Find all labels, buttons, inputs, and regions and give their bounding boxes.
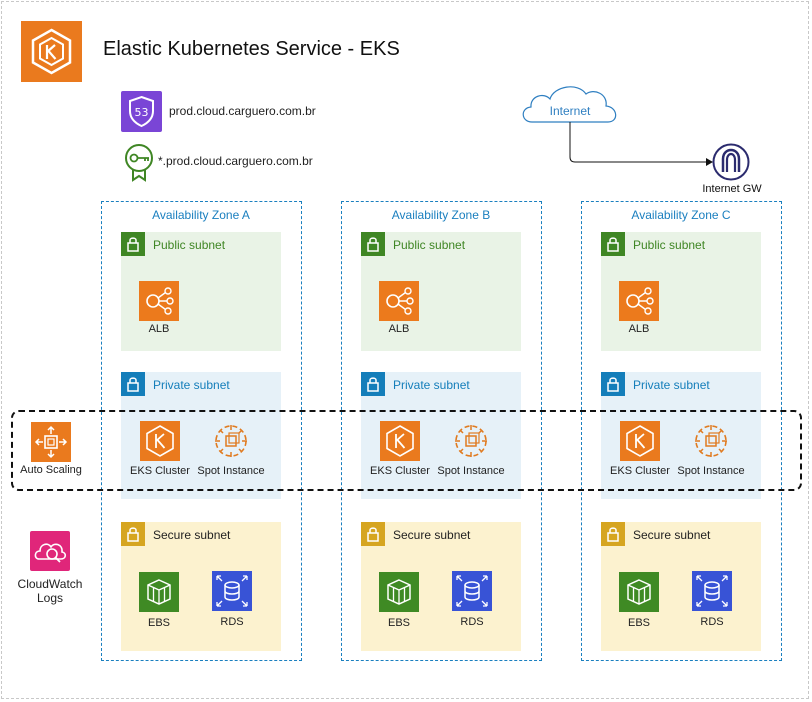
private-subnet-lock-icon bbox=[601, 372, 625, 396]
public-subnet-lock-icon bbox=[121, 232, 145, 256]
ebs-icon bbox=[379, 572, 419, 612]
alb-icon bbox=[139, 281, 179, 321]
spot-instance-icon bbox=[211, 421, 251, 461]
route53-badge: 53 bbox=[135, 106, 149, 119]
spot-instance-label: Spot Instance bbox=[677, 465, 745, 477]
eks-cluster-label: EKS Cluster bbox=[370, 465, 430, 477]
public-subnet-lock-icon bbox=[361, 232, 385, 256]
availability-zone-title: Availability Zone C bbox=[631, 208, 731, 222]
internet-gateway-icon bbox=[712, 143, 750, 181]
cloudwatch-label-line2: Logs bbox=[36, 591, 64, 605]
secure-subnet-lock-icon bbox=[601, 522, 625, 546]
rds-label: RDS bbox=[220, 616, 244, 628]
cloudwatch-logs-label: CloudWatch Logs bbox=[10, 577, 90, 605]
rds-label: RDS bbox=[700, 616, 724, 628]
certificate-icon bbox=[121, 140, 158, 182]
ebs-label: EBS bbox=[387, 617, 410, 629]
eks-cluster-label: EKS Cluster bbox=[610, 465, 670, 477]
rds-icon bbox=[692, 571, 732, 611]
rds-icon bbox=[212, 571, 252, 611]
route53-icon: 53 bbox=[121, 91, 162, 132]
cloudwatch-label-line1: CloudWatch bbox=[17, 577, 83, 591]
certificate-label: *.prod.cloud.carguero.com.br bbox=[158, 154, 313, 168]
availability-zone-title: Availability Zone B bbox=[391, 208, 491, 222]
auto-scaling-icon bbox=[31, 422, 71, 462]
alb-icon bbox=[619, 281, 659, 321]
ebs-icon bbox=[619, 572, 659, 612]
secure-subnet-title: Secure subnet bbox=[393, 528, 471, 542]
ebs-label: EBS bbox=[627, 617, 650, 629]
public-subnet-lock-icon bbox=[601, 232, 625, 256]
ebs-label: EBS bbox=[147, 617, 170, 629]
eks-cluster-label: EKS Cluster bbox=[130, 465, 190, 477]
route53-label: prod.cloud.carguero.com.br bbox=[169, 104, 316, 118]
secure-subnet-lock-icon bbox=[121, 522, 145, 546]
private-subnet-title: Private subnet bbox=[393, 378, 470, 392]
auto-scaling-label: Auto Scaling bbox=[20, 464, 82, 476]
secure-subnet-lock-icon bbox=[361, 522, 385, 546]
availability-zone bbox=[581, 201, 782, 661]
public-subnet-title: Public subnet bbox=[153, 238, 226, 252]
rds-icon bbox=[452, 571, 492, 611]
secure-subnet-title: Secure subnet bbox=[153, 528, 231, 542]
auto-scaling-group-boundary bbox=[11, 410, 802, 491]
alb-label: ALB bbox=[388, 323, 410, 335]
cloudwatch-logs-icon bbox=[30, 531, 70, 571]
availability-zone-title: Availability Zone A bbox=[152, 208, 250, 222]
spot-instance-label: Spot Instance bbox=[437, 465, 505, 477]
alb-label: ALB bbox=[148, 323, 170, 335]
availability-zone bbox=[101, 201, 302, 661]
eks-logo-icon bbox=[21, 21, 82, 82]
private-subnet-lock-icon bbox=[121, 372, 145, 396]
public-subnet-title: Public subnet bbox=[633, 238, 706, 252]
internet-gateway-label: Internet GW bbox=[702, 183, 762, 195]
page-title: Elastic Kubernetes Service - EKS bbox=[103, 38, 400, 60]
private-subnet-title: Private subnet bbox=[153, 378, 230, 392]
eks-cluster-icon bbox=[380, 421, 420, 461]
internet-label: Internet bbox=[549, 104, 591, 118]
availability-zone bbox=[341, 201, 542, 661]
alb-icon bbox=[379, 281, 419, 321]
public-subnet-title: Public subnet bbox=[393, 238, 466, 252]
private-subnet-lock-icon bbox=[361, 372, 385, 396]
internet-cloud-icon bbox=[518, 82, 622, 126]
spot-instance-icon bbox=[691, 421, 731, 461]
rds-label: RDS bbox=[460, 616, 484, 628]
eks-cluster-icon bbox=[140, 421, 180, 461]
spot-instance-icon bbox=[451, 421, 491, 461]
spot-instance-label: Spot Instance bbox=[197, 465, 265, 477]
private-subnet-title: Private subnet bbox=[633, 378, 710, 392]
ebs-icon bbox=[139, 572, 179, 612]
alb-label: ALB bbox=[628, 323, 650, 335]
eks-cluster-icon bbox=[620, 421, 660, 461]
secure-subnet-title: Secure subnet bbox=[633, 528, 711, 542]
